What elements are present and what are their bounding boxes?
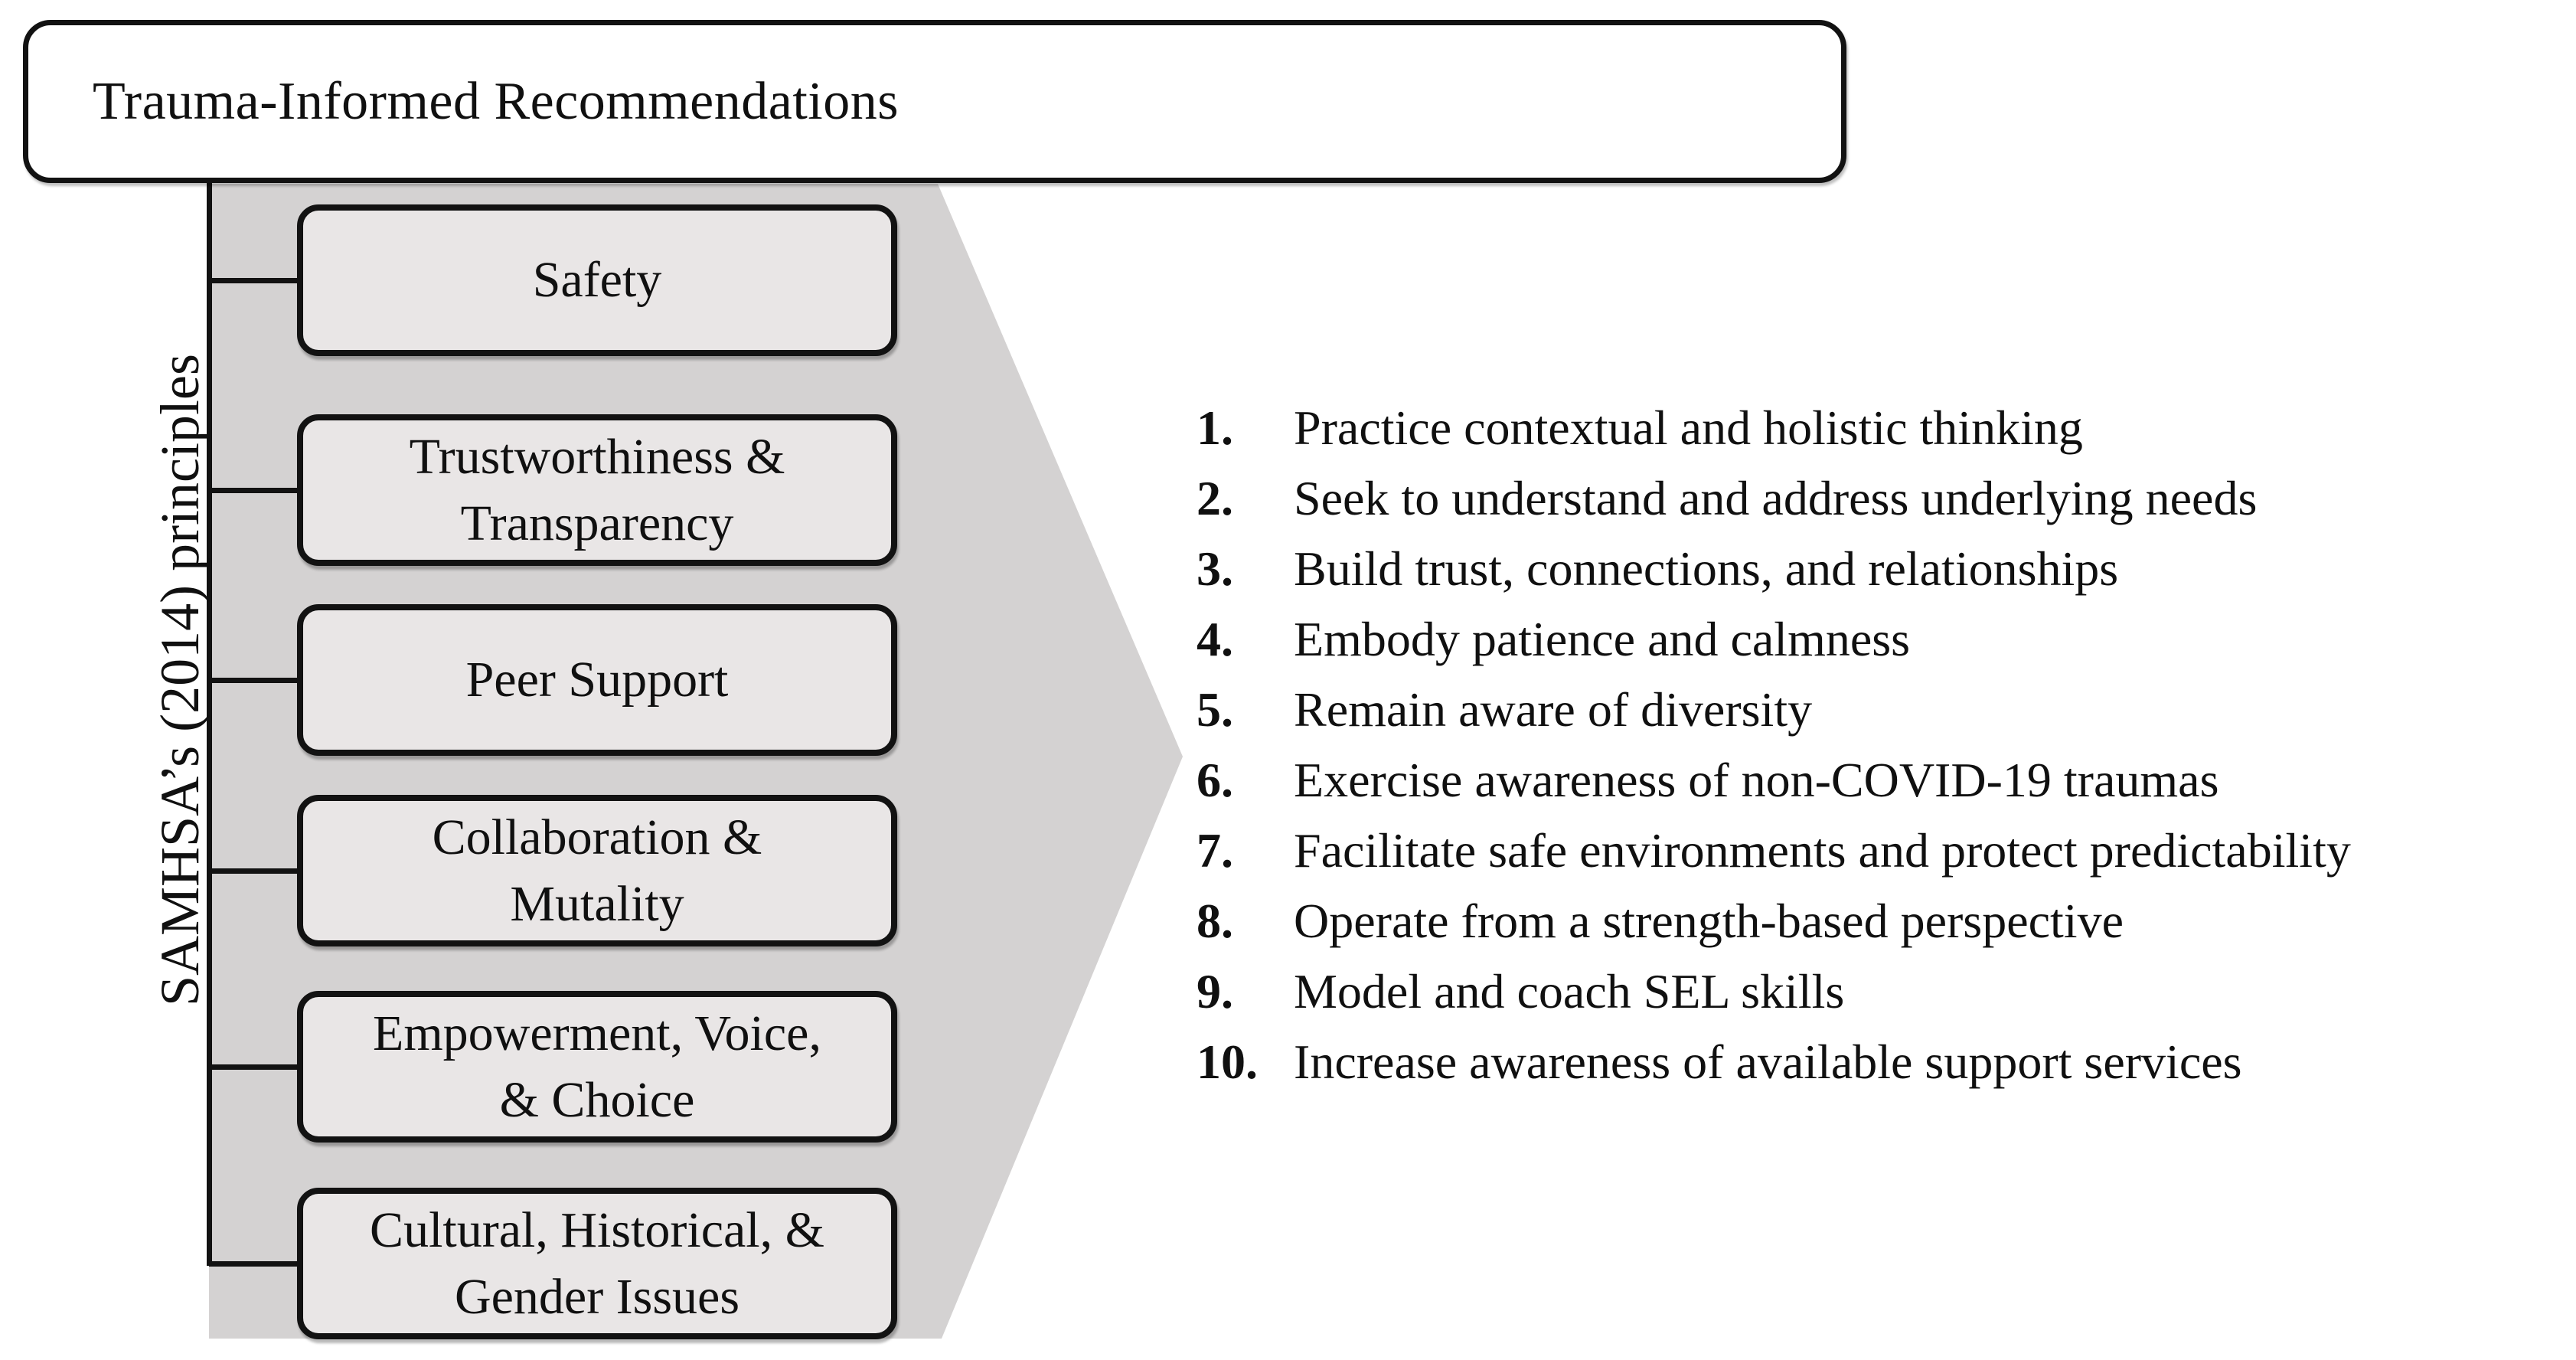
list-item: 3. Build trust, connections, and relatio… [1197, 534, 2351, 604]
list-item-number: 6. [1197, 753, 1233, 807]
list-item-number: 8. [1197, 894, 1233, 948]
list-item-text: Operate from a strength-based perspectiv… [1294, 894, 2124, 948]
list-item-number: 4. [1197, 612, 1233, 666]
recommendations-list: 1. Practice contextual and holistic thin… [1197, 393, 2351, 1097]
list-item: 1. Practice contextual and holistic thin… [1197, 393, 2351, 463]
list-item: 9. Model and coach SEL skills [1197, 956, 2351, 1027]
list-item: 7. Facilitate safe environments and prot… [1197, 816, 2351, 886]
list-item: 6. Exercise awareness of non-COVID-19 tr… [1197, 745, 2351, 816]
list-item-text: Build trust, connections, and relationsh… [1294, 541, 2119, 596]
principle-box-label: Trustworthiness & Transparency [409, 428, 785, 551]
list-item: 5. Remain aware of diversity [1197, 675, 2351, 745]
list-item-number: 2. [1197, 471, 1233, 525]
connector-line-trustworthiness [209, 488, 303, 493]
principle-box-safety: Safety [297, 204, 897, 356]
list-item: 8. Operate from a strength-based perspec… [1197, 886, 2351, 956]
principle-box-label: Safety [532, 252, 662, 309]
arrow-polygon [209, 184, 1183, 1339]
principle-box-label: Empowerment, Voice, & Choice [373, 1005, 821, 1128]
list-item-text: Remain aware of diversity [1294, 682, 1813, 737]
list-item-text: Facilitate safe environments and protect… [1294, 823, 2351, 878]
list-item-number: 7. [1197, 823, 1233, 878]
list-item-text: Embody patience and calmness [1294, 612, 1911, 666]
principle-box-trustworthiness-transparency: Trustworthiness & Transparency [297, 414, 897, 566]
list-item-number: 9. [1197, 964, 1233, 1018]
principle-box-peer-support: Peer Support [297, 604, 897, 756]
principles-axis-label: SAMHSA’s (2014) principles [149, 354, 211, 1007]
title-box: Trauma-Informed Recommendations [23, 20, 1846, 183]
principle-box-label: Cultural, Historical, & Gender Issues [370, 1201, 824, 1325]
principle-box-cultural-historical-gender: Cultural, Historical, & Gender Issues [297, 1188, 897, 1339]
connector-line-empowerment [209, 1064, 303, 1070]
list-item-text: Model and coach SEL skills [1294, 964, 1845, 1018]
list-item-number: 10. [1197, 1035, 1258, 1089]
principle-box-label: Collaboration & Mutality [432, 809, 762, 932]
page-title: Trauma-Informed Recommendations [93, 71, 899, 131]
principle-box-collaboration-mutality: Collaboration & Mutality [297, 795, 897, 946]
list-item: 2. Seek to understand and address underl… [1197, 463, 2351, 534]
list-item-text: Exercise awareness of non-COVID-19 traum… [1294, 753, 2219, 807]
principle-box-empowerment-voice-choice: Empowerment, Voice, & Choice [297, 991, 897, 1143]
list-item-text: Increase awareness of available support … [1294, 1035, 2242, 1089]
list-item-number: 1. [1197, 400, 1233, 455]
list-item-number: 3. [1197, 541, 1233, 596]
list-item: 10. Increase awareness of available supp… [1197, 1027, 2351, 1097]
connector-line-peer-support [209, 678, 303, 683]
list-item-text: Seek to understand and address underlyin… [1294, 471, 2258, 525]
list-item-text: Practice contextual and holistic thinkin… [1294, 400, 2083, 455]
list-item: 4. Embody patience and calmness [1197, 604, 2351, 675]
list-item-number: 5. [1197, 682, 1233, 737]
connector-line-collaboration [209, 868, 303, 874]
connector-line-cultural [209, 1261, 303, 1267]
connector-line-safety [209, 278, 303, 283]
trunk-line [207, 181, 212, 1266]
principle-box-label: Peer Support [465, 652, 729, 708]
